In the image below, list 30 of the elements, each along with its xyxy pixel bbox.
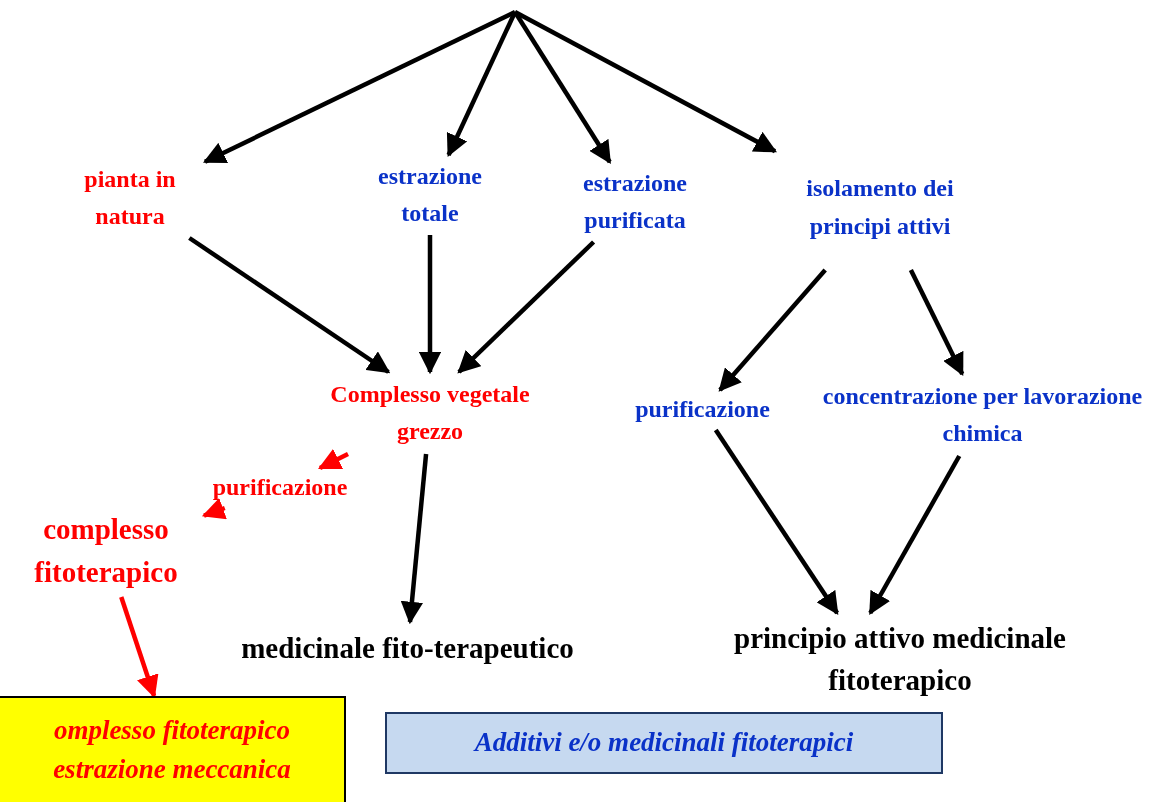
node-label: omplesso fitoterapico estrazione meccanica — [52, 713, 292, 786]
arrow — [202, 9, 516, 164]
node-label: purificazione — [212, 473, 348, 503]
node-label: purificazione — [635, 395, 770, 425]
node-label: pianta in natura — [83, 164, 177, 231]
arrow — [119, 596, 159, 699]
arrow — [201, 498, 227, 520]
node-label: isolamento dei principi attivi — [805, 174, 955, 241]
arrow — [446, 11, 518, 158]
node-label: estrazione purificata — [582, 168, 688, 235]
node-label: complesso fitoterapico — [33, 511, 179, 590]
arrow — [188, 236, 391, 374]
arrow — [908, 269, 965, 376]
node-label: principio attivo medicinale fitoterapico — [733, 620, 1067, 698]
arrow — [418, 235, 442, 375]
arrow — [318, 448, 349, 470]
arrow — [513, 10, 777, 154]
arrow — [457, 240, 596, 374]
arrow — [400, 453, 429, 625]
arrow — [513, 10, 612, 164]
node-label: concentrazione per lavorazione chimica — [821, 381, 1144, 448]
arrow — [868, 454, 962, 615]
arrow — [713, 428, 839, 615]
arrow — [718, 268, 827, 392]
node-label: estrazione totale — [377, 161, 483, 228]
info-box — [385, 712, 943, 774]
node-label: Complesso vegetale grezzo — [329, 379, 531, 446]
node-label: medicinale fito-terapeutico — [241, 630, 574, 666]
highlight-box — [0, 696, 346, 802]
node-label: Additivi e/o medicinali fitoterapici — [474, 726, 854, 760]
